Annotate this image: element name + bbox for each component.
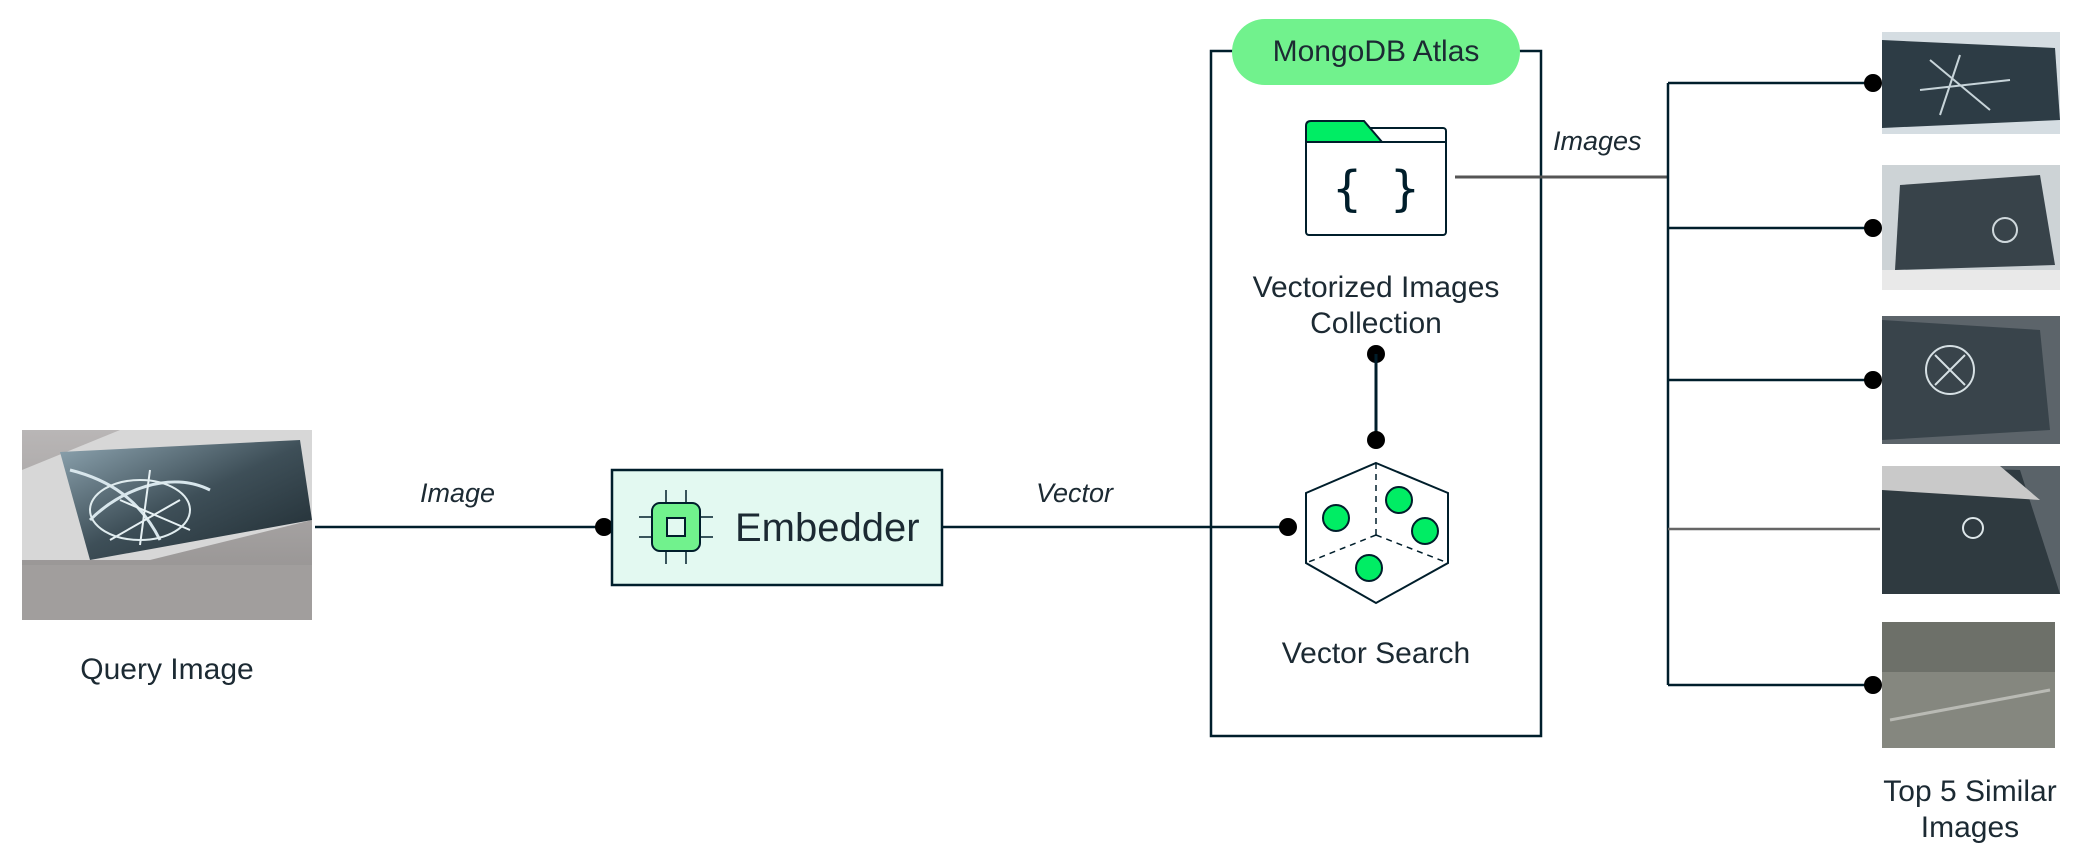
results-label-line2: Images — [1920, 811, 2020, 844]
results-label: Top 5 Similar Images — [1860, 774, 2080, 846]
result-image-4 — [1882, 466, 2060, 594]
json-folder-icon: { } — [1305, 120, 1447, 236]
edge-endpoint-dot — [1864, 371, 1882, 389]
query-image-photo — [22, 430, 312, 620]
vector-search-icon — [1305, 461, 1449, 605]
edge-endpoint-dot — [1864, 74, 1882, 92]
result-image-3 — [1882, 316, 2060, 444]
edge-label-images: Images — [1553, 126, 1642, 156]
result-image-5 — [1882, 622, 2055, 748]
vector-search-label: Vector Search — [1281, 637, 1471, 670]
result-image-1 — [1882, 32, 2060, 134]
atlas-title: MongoDB Atlas — [1272, 35, 1480, 68]
result-image-2 — [1882, 165, 2060, 290]
edge-label-vector: Vector — [1036, 478, 1114, 508]
edge-endpoint-dot — [595, 518, 613, 536]
edge-endpoint-dot — [1864, 676, 1882, 694]
edge-label-image: Image — [420, 478, 496, 508]
results-label-line1: Top 5 Similar — [1883, 775, 2057, 808]
svg-text:{ }: { } — [1333, 161, 1420, 217]
collection-label: Vectorized Images Collection — [1216, 270, 1536, 342]
edge-endpoint-dot — [1367, 431, 1385, 449]
query-image-label: Query Image — [80, 653, 254, 686]
edge-endpoint-dot — [1864, 219, 1882, 237]
embedder-label: Embedder — [735, 506, 920, 550]
collection-label-line1: Vectorized Images — [1252, 271, 1500, 304]
atlas-pill — [1232, 19, 1520, 85]
chip-icon — [639, 490, 713, 564]
collection-label-line2: Collection — [1310, 307, 1442, 340]
edge-endpoint-dot — [1279, 518, 1297, 536]
